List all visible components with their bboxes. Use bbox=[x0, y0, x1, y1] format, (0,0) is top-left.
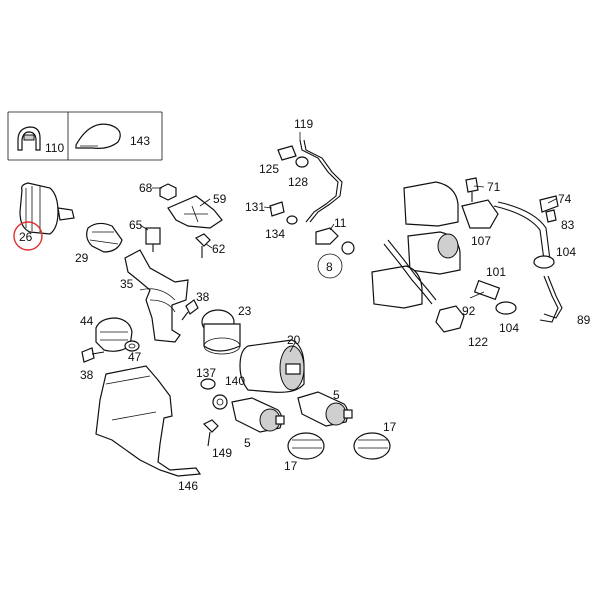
label-68[interactable]: 68 bbox=[139, 181, 153, 195]
part-35-drawing bbox=[124, 249, 189, 343]
label-29[interactable]: 29 bbox=[75, 251, 89, 265]
label-131[interactable]: 131 bbox=[245, 200, 265, 214]
label-17a[interactable]: 17 bbox=[284, 459, 298, 473]
part-107-drawing bbox=[461, 199, 551, 261]
label-134[interactable]: 134 bbox=[265, 227, 285, 241]
part-62-drawing bbox=[194, 233, 211, 258]
part-89-drawing bbox=[539, 275, 563, 323]
part-146-drawing bbox=[95, 365, 202, 477]
label-59[interactable]: 59 bbox=[213, 192, 227, 206]
label-137[interactable]: 137 bbox=[196, 366, 216, 380]
part-122-drawing bbox=[435, 305, 465, 333]
label-119[interactable]: 119 bbox=[294, 117, 313, 131]
part-17b-drawing bbox=[353, 432, 391, 460]
inset-panel bbox=[7, 111, 163, 161]
clip-110-drawing bbox=[17, 126, 41, 151]
label-11[interactable]: 11 bbox=[334, 216, 347, 230]
part-134-drawing bbox=[286, 215, 298, 225]
part-23-drawing bbox=[201, 309, 241, 355]
part-140-drawing bbox=[212, 394, 228, 410]
label-89[interactable]: 89 bbox=[577, 313, 591, 327]
label-128[interactable]: 128 bbox=[288, 175, 308, 189]
label-47[interactable]: 47 bbox=[128, 350, 142, 364]
label-62[interactable]: 62 bbox=[212, 242, 226, 256]
label-65[interactable]: 65 bbox=[129, 218, 143, 232]
part-11-drawing bbox=[315, 227, 339, 245]
part-29-drawing bbox=[86, 222, 123, 253]
label-20[interactable]: 20 bbox=[287, 333, 301, 347]
part-104b-drawing bbox=[495, 301, 517, 315]
label-71[interactable]: 71 bbox=[487, 180, 501, 194]
highlight-circle-26 bbox=[13, 221, 43, 251]
part-44-drawing bbox=[95, 317, 133, 352]
part-92-drawing bbox=[383, 239, 437, 305]
label-125[interactable]: 125 bbox=[259, 162, 279, 176]
part-26-drawing bbox=[19, 182, 75, 235]
label-5a[interactable]: 5 bbox=[244, 436, 251, 450]
callout-leader-lines bbox=[139, 132, 557, 353]
part-74-drawing bbox=[539, 195, 559, 213]
label-38a[interactable]: 38 bbox=[80, 368, 94, 382]
label-17b[interactable]: 17 bbox=[383, 420, 397, 434]
label-104a[interactable]: 104 bbox=[556, 245, 576, 259]
label-101[interactable]: 101 bbox=[486, 265, 506, 279]
part-20-drawing bbox=[239, 339, 305, 393]
label-35[interactable]: 35 bbox=[120, 277, 134, 291]
part-47-drawing bbox=[124, 340, 140, 352]
part-71-drawing bbox=[465, 177, 479, 202]
part-119-drawing bbox=[299, 139, 343, 223]
label-149[interactable]: 149 bbox=[212, 446, 232, 460]
label-8[interactable]: 8 bbox=[326, 260, 333, 274]
part-131-drawing bbox=[269, 201, 285, 217]
label-44[interactable]: 44 bbox=[80, 314, 94, 328]
label-92[interactable]: 92 bbox=[462, 304, 476, 318]
label-74[interactable]: 74 bbox=[558, 192, 572, 206]
label-122[interactable]: 122 bbox=[468, 335, 488, 349]
part-83-drawing bbox=[545, 209, 557, 223]
label-146[interactable]: 146 bbox=[178, 479, 198, 493]
part-5b-drawing bbox=[297, 391, 353, 427]
label-143[interactable]: 143 bbox=[130, 134, 150, 148]
label-104b[interactable]: 104 bbox=[499, 321, 519, 335]
part-137-drawing bbox=[200, 378, 216, 390]
label-83[interactable]: 83 bbox=[561, 218, 575, 232]
label-107[interactable]: 107 bbox=[471, 234, 491, 248]
part-38b-drawing bbox=[181, 299, 199, 321]
part-149-drawing bbox=[202, 419, 219, 447]
part-59-drawing bbox=[167, 195, 223, 229]
label-23[interactable]: 23 bbox=[238, 304, 252, 318]
part-125-drawing bbox=[277, 145, 297, 161]
label-5b[interactable]: 5 bbox=[333, 388, 340, 402]
clip-143-drawing bbox=[75, 123, 121, 149]
part-38a-drawing bbox=[81, 347, 105, 363]
label-26[interactable]: 26 bbox=[19, 230, 33, 244]
label-140[interactable]: 140 bbox=[225, 374, 245, 388]
label-110[interactable]: 110 bbox=[45, 141, 64, 155]
part-104a-drawing bbox=[533, 255, 555, 269]
part-17a-drawing bbox=[287, 432, 325, 460]
label-38b[interactable]: 38 bbox=[196, 290, 210, 304]
part-68-drawing bbox=[159, 183, 177, 201]
part-128-drawing bbox=[295, 156, 309, 168]
part-5a-drawing bbox=[231, 397, 285, 433]
part-65-drawing bbox=[145, 227, 161, 252]
part-8-drawing bbox=[317, 241, 355, 279]
